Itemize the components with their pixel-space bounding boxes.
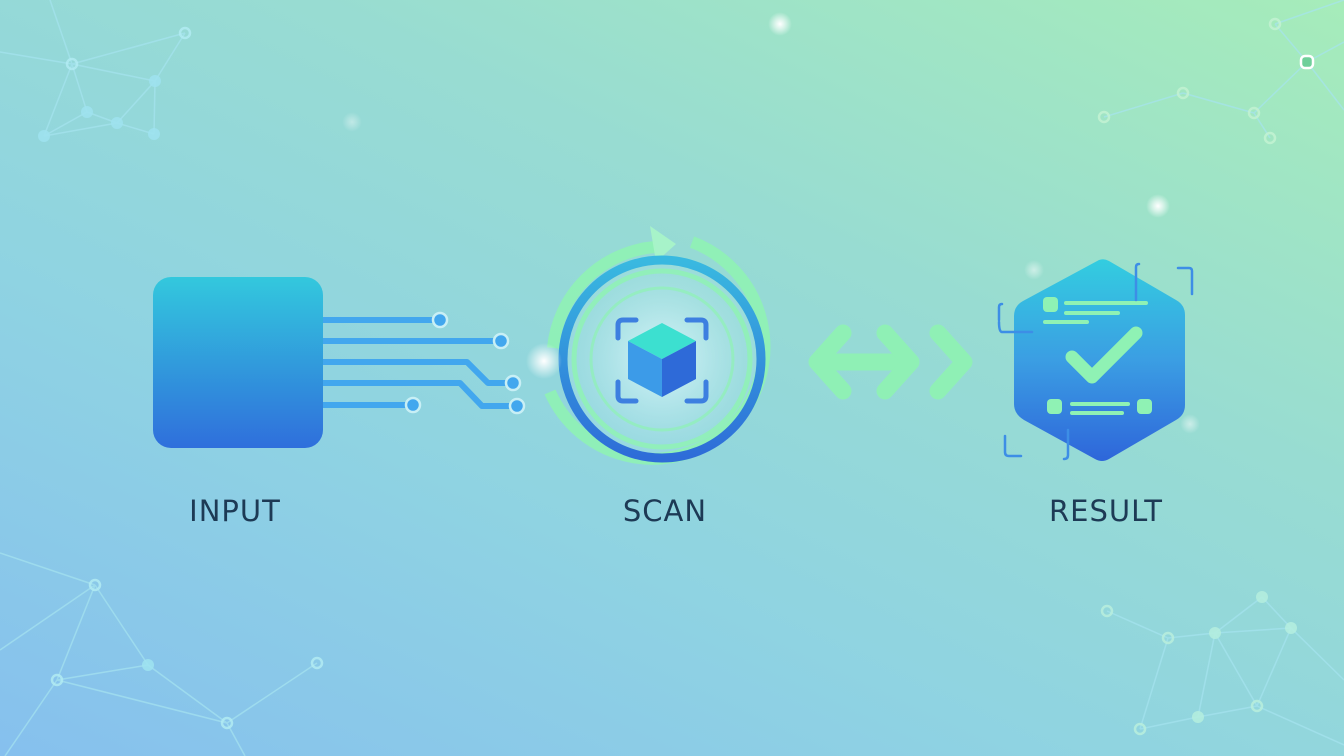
sparkle-glow (768, 12, 792, 36)
stage-label-result: RESULT (1049, 494, 1163, 528)
sparkle-glow (342, 112, 362, 132)
checkmark-icon (1065, 326, 1143, 384)
sparkle-glow (1146, 194, 1170, 218)
scan-ring-icon (526, 226, 771, 465)
stage-label-input: INPUT (189, 494, 281, 528)
bidirectional-arrow-icon (808, 324, 973, 400)
cube-icon (628, 323, 696, 397)
stage-label-scan: SCAN (622, 494, 708, 528)
sparkle-glow (1024, 260, 1044, 280)
input-chip-icon (153, 277, 526, 448)
sparkle-glow (1180, 414, 1200, 434)
result-hexagon-icon (997, 259, 1194, 461)
